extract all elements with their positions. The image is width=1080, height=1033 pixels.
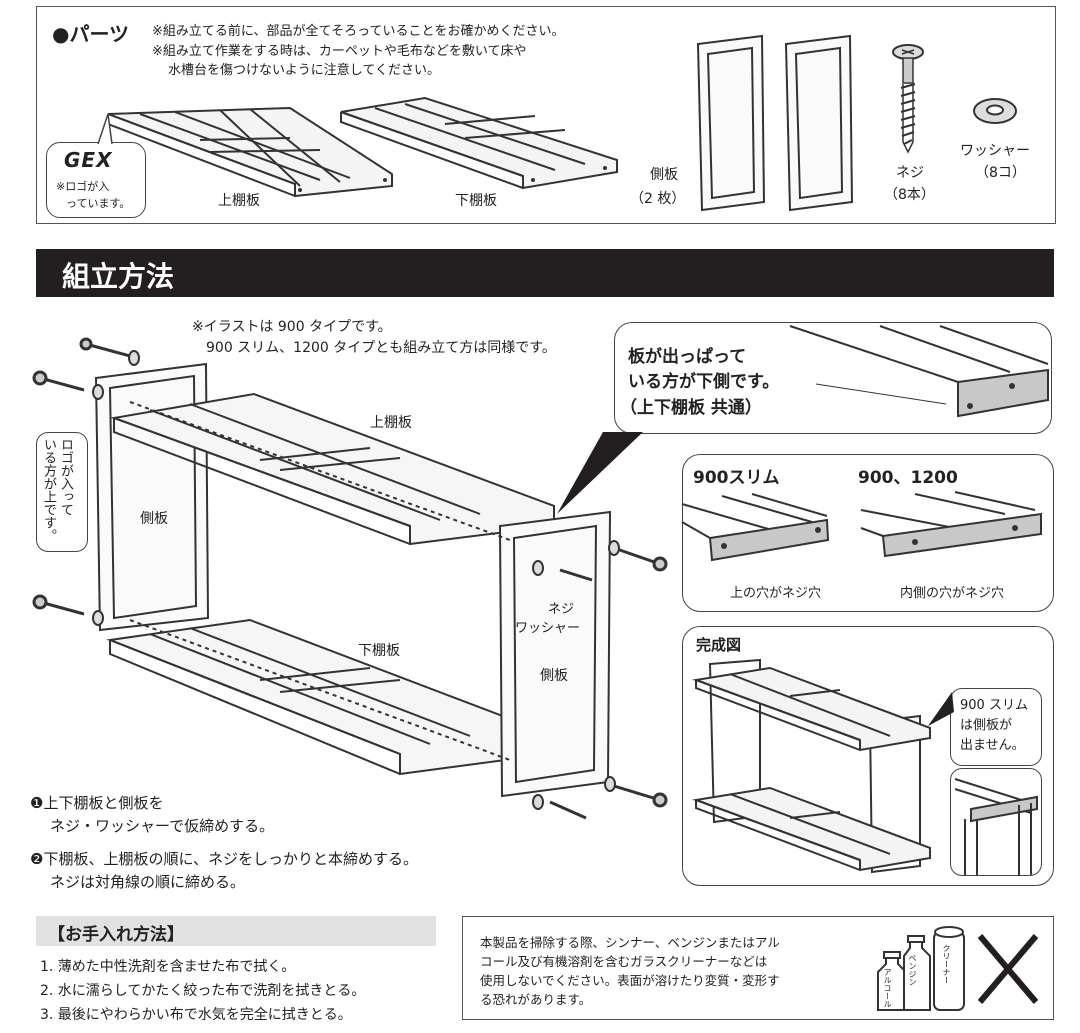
screw-count: （8本） [884,187,935,203]
slim-closeup-illustration [954,778,1038,875]
logo-note-2: っています。 [66,197,131,210]
side-panel-label: 側板 [650,167,678,183]
bottle-label-1: アルコール [883,968,892,1008]
logo-position-text: ロゴが入って いる方が上です。 [40,438,74,546]
screw-label-assembly: ネジ [548,602,575,617]
logo-position-line-2: いる方が上です。 [41,438,56,542]
completed-note-box [950,688,1042,766]
gex-logo: GEX [64,148,113,172]
assembly-title-bar [36,249,1054,297]
parts-heading: ●パーツ [52,22,130,46]
washer-count: （8コ） [975,165,1026,181]
bottle-label-2: ベンジン [908,954,917,986]
step-2-line-2: ネジは対角線の順に締める。 [50,873,246,891]
completed-note-line-3: 出ません。 [960,738,1025,753]
parts-note-1: ※組み立てる前に、部品が全てそろっていることをお確かめください。 [152,24,565,39]
parts-panel [36,6,1056,224]
assembly-illustration [32,337,668,820]
warning-line-1: 本製品を掃除する際、シンナー、ベンジンまたはアル [480,935,780,950]
parts-note-2: ※組み立て作業をする時は、カーペットや毛布などを敷いて床や [152,44,527,59]
completed-illustration [692,658,931,874]
completed-title: 完成図 [696,636,742,654]
upper-shelf-label-assembly: 上棚板 [370,415,412,431]
slim-detail [681,493,830,562]
completed-note-line-1: 900 スリム [960,698,1028,713]
warning-line-4: る恐れがあります。 [480,992,592,1007]
protrude-callout-line-3: （上下棚板 共通） [620,398,762,418]
logo-callout-pointer [97,113,113,145]
standard-hole-label: 内側の穴がネジ穴 [900,586,1005,601]
side-panel-right-label: 側板 [540,668,568,684]
care-item-3: 3. 最後にやわらかい布で水気を完全に拭きとる。 [40,1007,352,1023]
warning-panel [462,916,1054,1020]
standard-detail [860,491,1042,558]
washer-label: ワッシャー [960,143,1030,159]
logo-position-line-1: ロゴが入って [58,438,73,516]
care-title: 【お手入れ方法】 [48,925,184,945]
solvent-bottles-icon [877,926,1039,1011]
assembly-title: 組立方法 [62,260,175,293]
slim-label: 900スリム [693,468,780,488]
completed-note-pointer [928,692,954,726]
lower-shelf-label-assembly: 下棚板 [358,643,400,659]
slim-hole-label: 上の穴がネジ穴 [730,586,822,601]
standard-label: 900、1200 [858,468,958,488]
upper-shelf-label: 上棚板 [218,193,260,209]
washer-label-assembly: ワッシャー [515,621,581,636]
parts-note-3: 水槽台を傷つけないように注意してください。 [168,63,440,78]
side-panel-count: （2 枚） [630,191,686,207]
protrude-callout-pointer [557,432,643,514]
screw-label: ネジ [896,165,924,181]
shelf-edge-detail [789,325,1049,418]
care-item-2: 2. 水に濡らしてかたく絞った布で洗剤を拭きとる。 [40,983,366,999]
logo-note-1: ※ロゴが入 [56,180,110,193]
warning-line-2: コール及び有機溶剤を含むガラスクリーナーなどは [480,954,768,969]
step-2-line-1: ❷下棚板、上棚板の順に、ネジをしっかりと本締めする。 [30,850,418,868]
completed-note-line-2: は側板が [960,718,1013,733]
step-1-line-2: ネジ・ワッシャーで仮締めする。 [50,817,275,835]
step-1-line-1: ❶上下棚板と側板を [30,794,164,812]
lower-shelf-label: 下棚板 [455,193,497,209]
logo-position-callout [36,432,88,552]
screw-icon [892,44,924,154]
warning-line-3: 使用しないでください。表面が溶けたり変質・変形す [480,973,780,988]
care-title-bar [36,916,436,946]
slim-closeup-frame [950,768,1042,876]
bottle-label-3: クリーナー [942,944,951,984]
protrude-callout-line-1: 板が出っぱって [628,347,747,367]
protrude-callout-line-2: いる方が下側です。 [628,372,780,392]
lower-shelf-illustration [340,96,618,190]
illustration-note-1: ※イラストは 900 タイプです。 [192,319,392,335]
logo-callout [46,142,146,218]
care-item-1: 1. 薄めた中性洗剤を含ませた布で拭く。 [40,959,296,975]
washer-icon [973,98,1017,124]
side-panel-illustration [696,34,854,212]
side-panel-left-label: 側板 [140,511,168,527]
illustration-note-2: 900 スリム、1200 タイプとも組み立て方は同様です。 [206,340,556,356]
